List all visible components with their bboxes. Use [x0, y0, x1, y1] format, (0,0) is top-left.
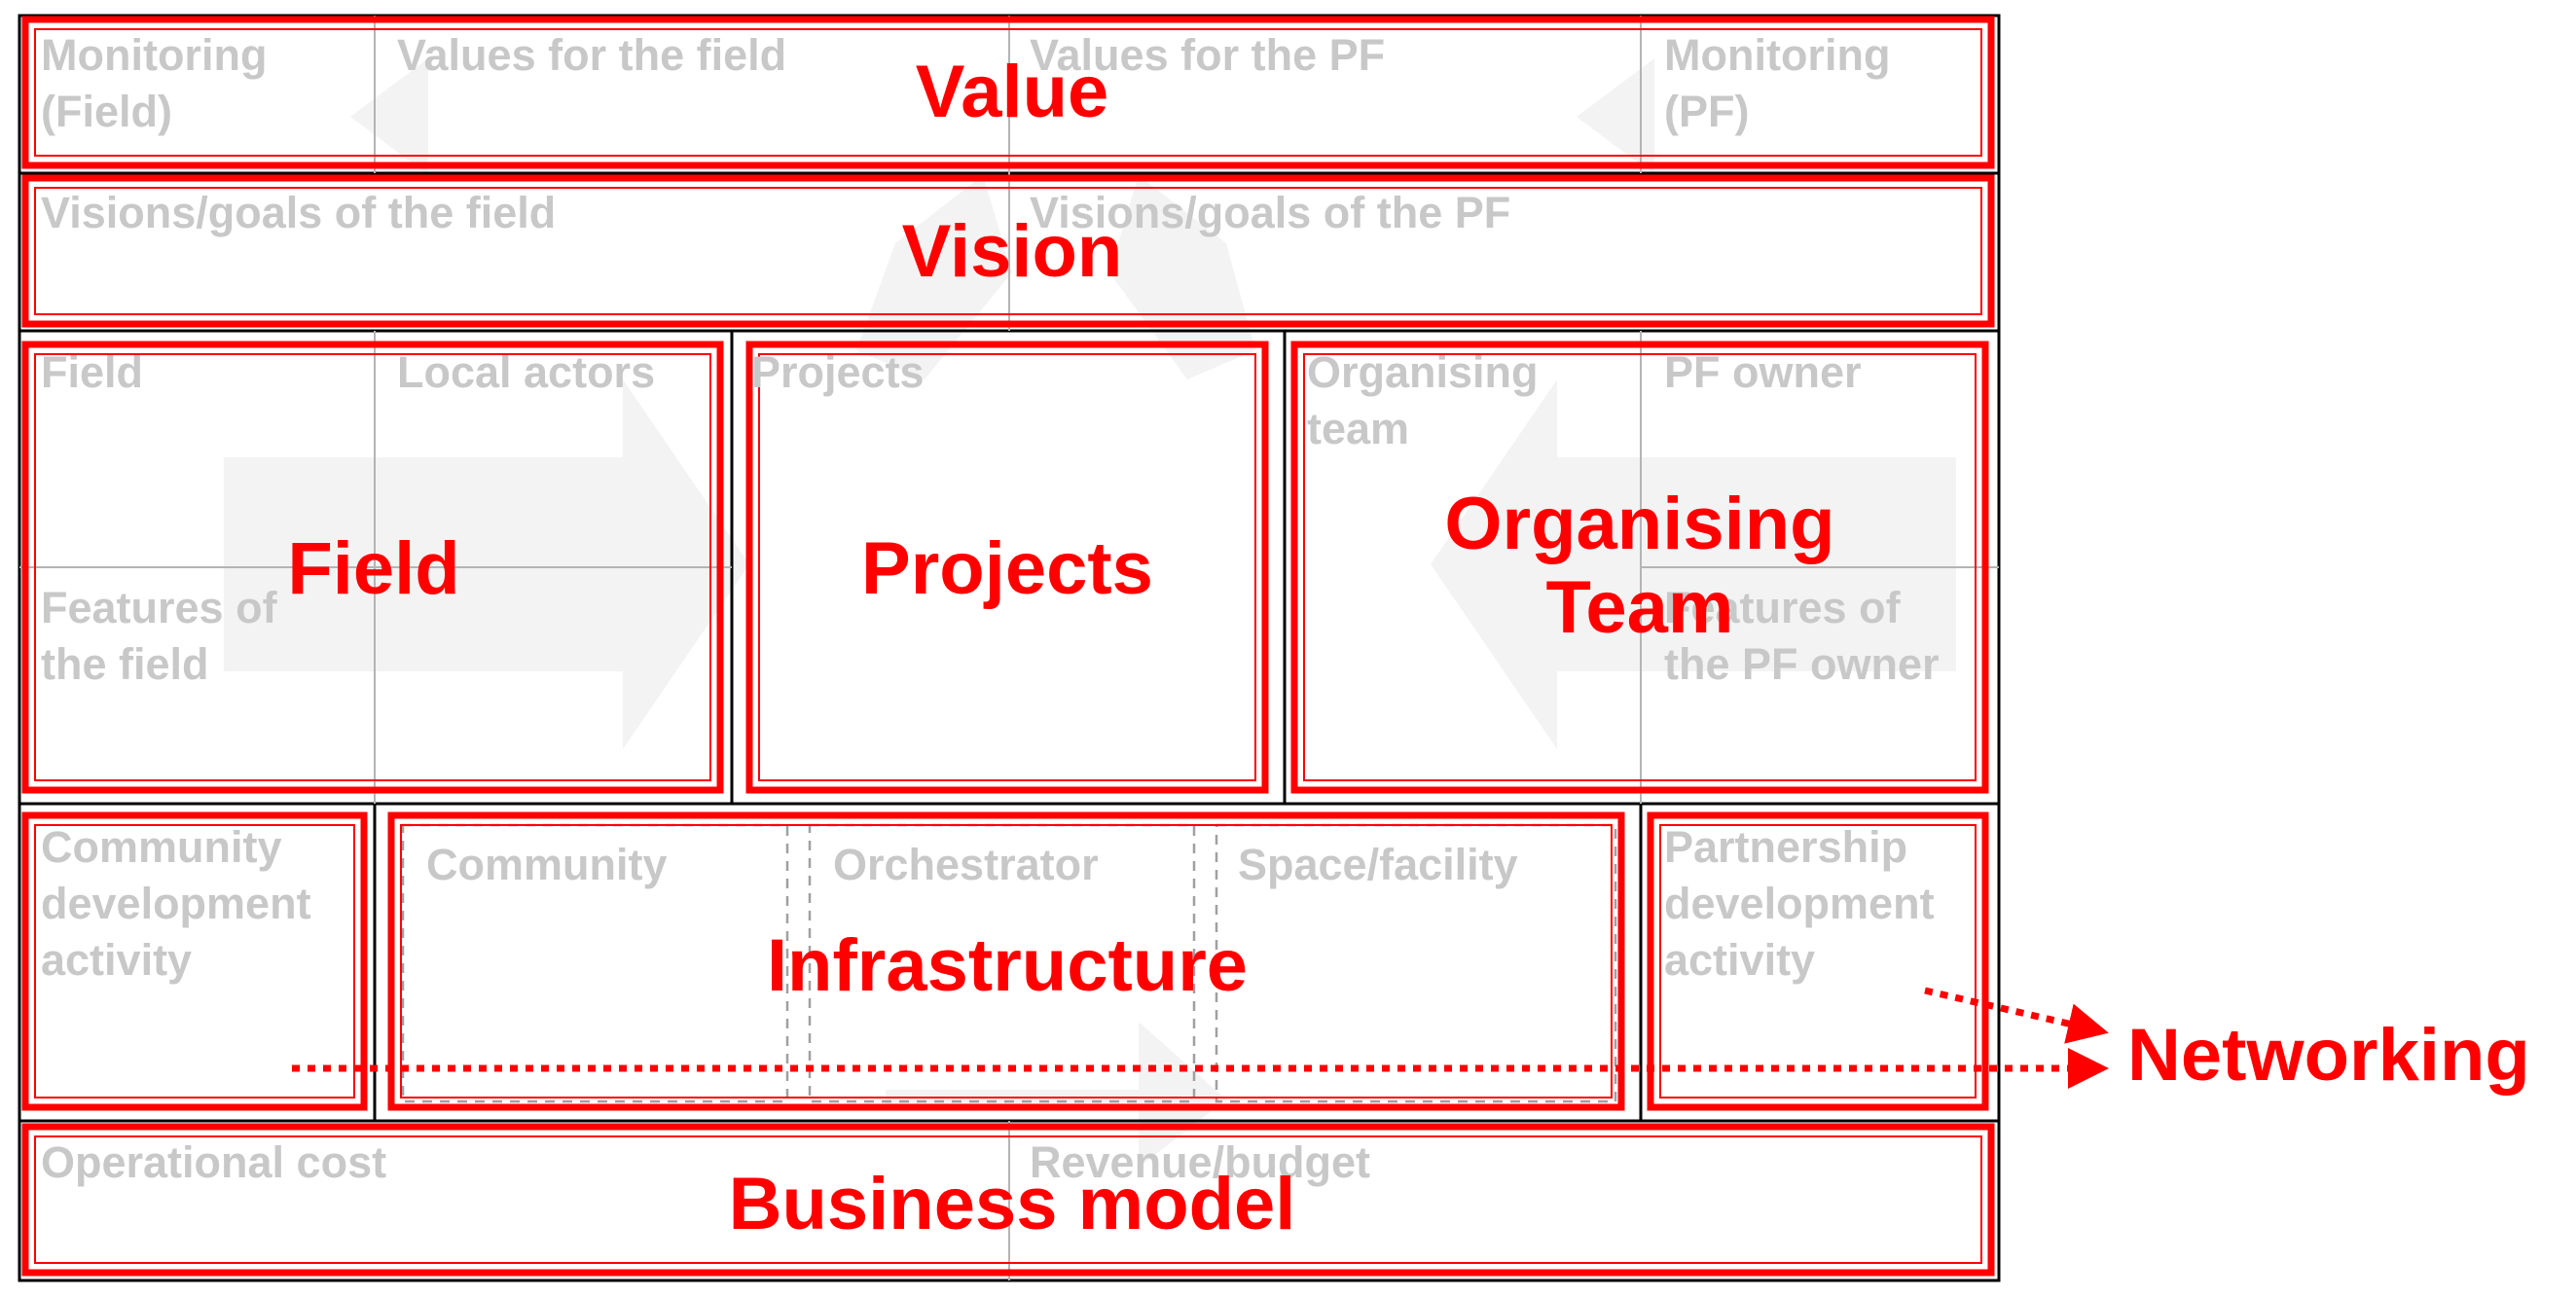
- partnership-dev-box: [1647, 811, 1989, 1111]
- label-projects: Projects: [861, 527, 1153, 610]
- cell-community: Community: [426, 840, 668, 889]
- cell-operational-cost: Operational cost: [41, 1137, 387, 1187]
- cell-space-facility: Space/facility: [1238, 840, 1518, 889]
- infrastructure-box: [387, 811, 1625, 1111]
- networking-arrows: [292, 987, 2109, 1089]
- value-box: [21, 16, 1995, 169]
- cell-projects: Projects: [751, 347, 925, 397]
- label-value: Value: [915, 51, 1109, 133]
- networking-arrow-partnership: [1924, 987, 2109, 1044]
- cell-orchestrator: Orchestrator: [833, 840, 1099, 889]
- label-organising-team: Organising Team: [1444, 483, 1835, 649]
- cell-field: Field: [41, 347, 144, 397]
- cell-monitoring-field: Monitoring (Field): [41, 30, 268, 136]
- community-dev-box: [21, 811, 368, 1111]
- cell-partnership-dev: Partnership development activity: [1664, 822, 1935, 985]
- vision-box: [21, 174, 1995, 328]
- red-highlight-boxes: [21, 16, 1995, 1277]
- cell-organising-team: Organising team: [1307, 347, 1539, 453]
- cell-pf-owner: PF owner: [1664, 347, 1862, 397]
- canvas-inner-lines: [19, 16, 1999, 1280]
- label-business-model: Business model: [728, 1163, 1296, 1245]
- label-field: Field: [287, 527, 460, 610]
- cell-community-dev: Community development activity: [41, 822, 311, 985]
- cell-revenue-budget: Revenue/budget: [1030, 1137, 1371, 1187]
- projects-box: [745, 341, 1269, 794]
- cell-monitoring-pf: Monitoring (PF): [1664, 30, 1891, 136]
- label-infrastructure: Infrastructure: [766, 924, 1249, 1007]
- business-model-box: [21, 1123, 1995, 1277]
- organising-team-box: [1290, 341, 1989, 794]
- label-vision: Vision: [901, 210, 1123, 293]
- cell-values-field: Values for the field: [397, 30, 787, 80]
- cell-values-pf: Values for the PF: [1030, 30, 1386, 80]
- cell-features-field: Features of the field: [41, 583, 277, 689]
- cell-visions-field: Visions/goals of the field: [41, 188, 557, 237]
- cell-visions-pf: Visions/goals of the PF: [1030, 188, 1511, 237]
- label-networking: Networking: [2127, 1014, 2530, 1097]
- watermark-arrows: [224, 58, 1956, 1168]
- field-box: [21, 341, 724, 794]
- cell-local-actors: Local actors: [397, 347, 656, 397]
- cell-features-pf-owner: Features of the PF owner: [1664, 583, 1940, 689]
